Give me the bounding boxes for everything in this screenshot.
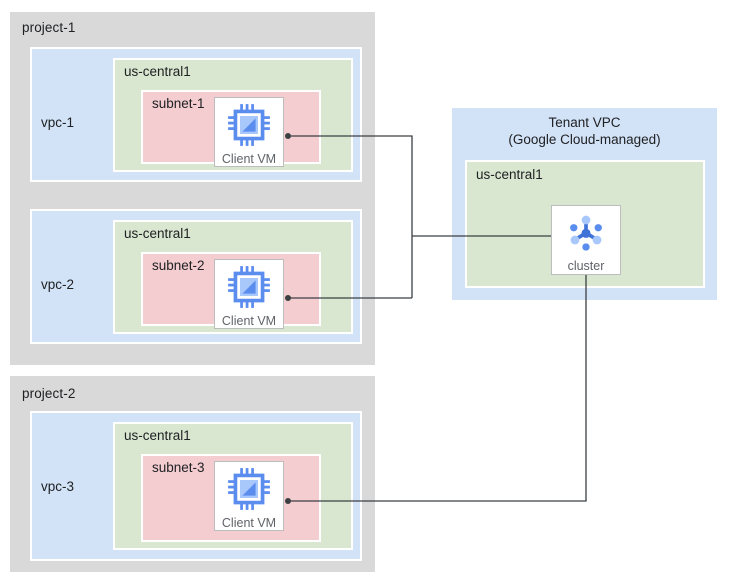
subnet-label-2: subnet-2 [152,258,205,273]
cluster-card[interactable]: cluster [551,205,621,275]
project-label-2: project-2 [22,386,76,401]
tenant-region-label: us-central1 [476,167,543,182]
tenant-vpc-title: Tenant VPC (Google Cloud-managed) [450,114,719,148]
client-vm-label-1: Client VM [221,152,277,166]
client-vm-card-3[interactable]: Client VM [214,461,284,531]
subnet-label-3: subnet-3 [152,460,205,475]
vpc-label-2: vpc-2 [41,277,75,292]
tenant-vpc-title-line1: Tenant VPC [548,115,621,130]
vpc-label-3: vpc-3 [41,479,75,494]
subnet-label-1: subnet-1 [152,96,205,111]
region-label-3: us-central1 [124,428,191,443]
client-vm-label-2: Client VM [221,314,277,328]
client-vm-card-2[interactable]: Client VM [214,259,284,329]
cpu-chip-icon [227,103,271,152]
project-label-1: project-1 [22,20,76,35]
region-label-1: us-central1 [124,64,191,79]
client-vm-card-1[interactable]: Client VM [214,97,284,167]
client-vm-label-3: Client VM [221,516,277,530]
cpu-chip-icon [227,467,271,516]
tenant-vpc-title-line2: (Google Cloud-managed) [508,132,661,147]
cpu-chip-icon [227,265,271,314]
cluster-label: cluster [567,259,605,273]
region-label-2: us-central1 [124,226,191,241]
vpc-label-1: vpc-1 [41,115,75,130]
cluster-nodes-icon [565,212,607,259]
